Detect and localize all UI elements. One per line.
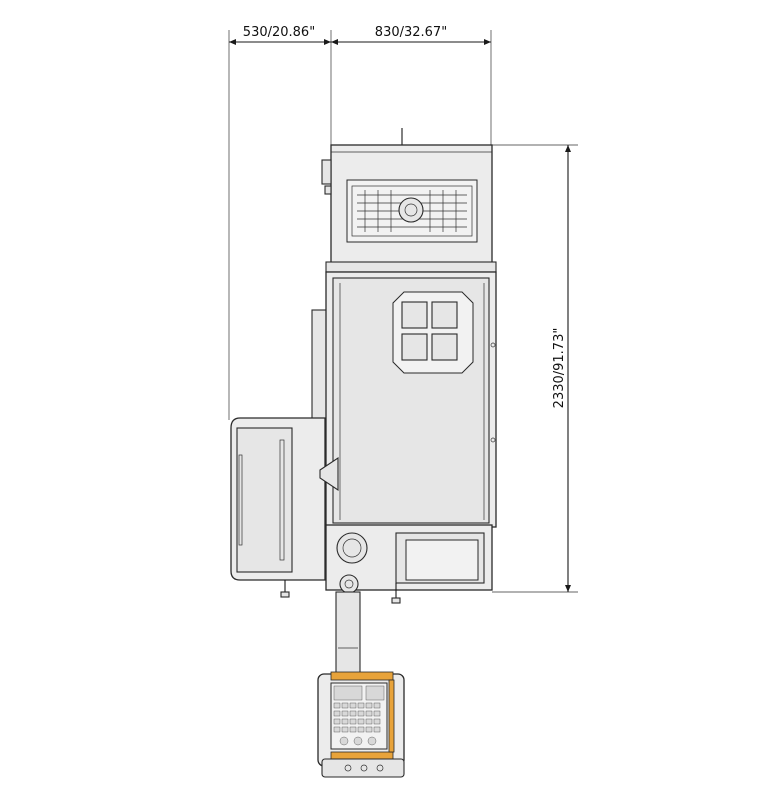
dimension-right-width: 830/32.67" bbox=[375, 25, 447, 40]
control-pendant bbox=[317, 671, 405, 778]
dimension-lines bbox=[228, 30, 578, 593]
pendant-keypad bbox=[333, 685, 385, 746]
bottom-assembly bbox=[319, 456, 493, 604]
fan-icon bbox=[398, 197, 424, 223]
dimension-height: 2330/91.73" bbox=[552, 328, 567, 409]
dimension-left-width: 530/20.86" bbox=[243, 25, 315, 40]
top-unit bbox=[321, 128, 497, 273]
main-cabinet bbox=[311, 271, 497, 528]
control-arm bbox=[335, 591, 361, 678]
side-tank bbox=[230, 417, 326, 598]
